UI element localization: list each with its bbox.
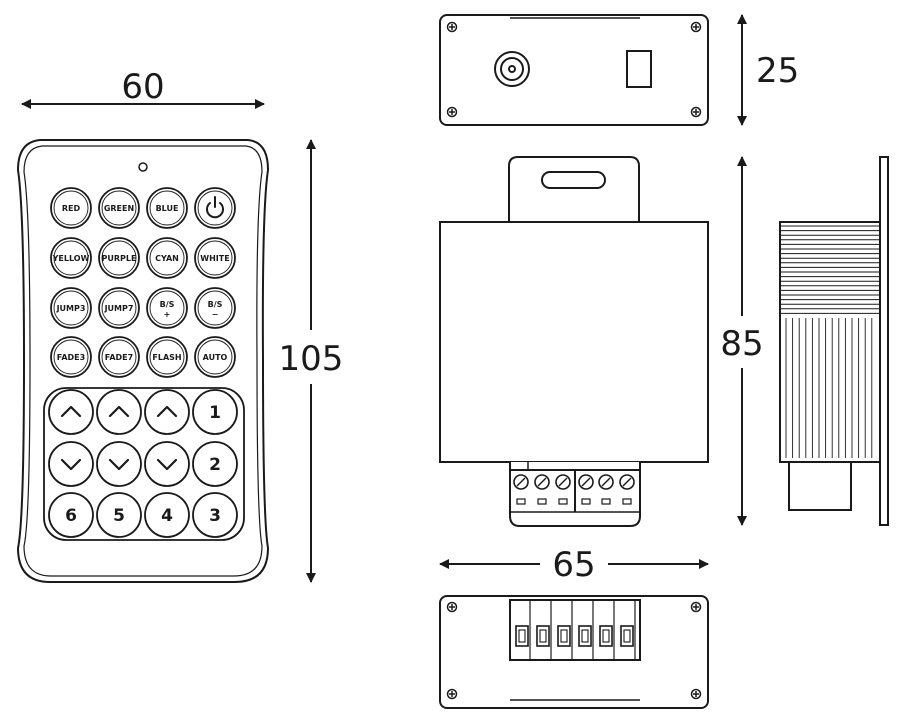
keypad-button-label: 6: [65, 506, 77, 526]
keypad-button-2[interactable]: 2: [192, 441, 238, 487]
keypad-button-label: 5: [113, 506, 125, 526]
remote-button-label: FLASH: [152, 353, 181, 362]
keypad-button-label: 3: [209, 506, 221, 526]
remote-button-label: JUMP7: [104, 304, 134, 313]
cooling-fins: [780, 225, 880, 458]
controller-body: [439, 221, 709, 463]
remote-button-cyan[interactable]: CYAN: [146, 237, 188, 279]
remote-button-red[interactable]: RED: [50, 187, 92, 229]
keypad-button-1[interactable]: 1: [192, 389, 238, 435]
screws-top: [446, 21, 702, 118]
remote-button-fade7[interactable]: FADE7: [98, 336, 140, 378]
controller-front-view: [439, 156, 709, 527]
remote-button-label: PURPLE: [102, 254, 137, 263]
terminal-slot: [620, 600, 636, 660]
keypad-button-4[interactable]: 4: [144, 492, 190, 538]
remote-button-label: +: [164, 310, 171, 319]
remote-button-label: AUTO: [203, 353, 228, 362]
remote-button-label: B/S: [208, 300, 223, 309]
terminal-screw: [619, 474, 635, 505]
remote-button-label: −: [212, 310, 219, 319]
remote-button-fade3[interactable]: FADE3: [50, 336, 92, 378]
terminal-slot: [599, 600, 615, 660]
mounting-tab: [508, 156, 640, 222]
led-indicator: [138, 162, 148, 172]
remote-button-label: CYAN: [155, 254, 179, 263]
keypad-button-up-arrow[interactable]: [96, 389, 142, 435]
keypad-button-up-arrow[interactable]: [144, 389, 190, 435]
dim-label-remote-height: 105: [279, 339, 344, 379]
remote-button-b-s[interactable]: B/S−: [194, 287, 236, 329]
terminal-screw: [598, 474, 614, 505]
keypad-button-label: 4: [161, 506, 173, 526]
remote-button-label: JUMP3: [56, 304, 86, 313]
remote-button-label: RED: [62, 204, 81, 213]
terminal-slot: [557, 600, 573, 660]
remote-button-label: GREEN: [104, 204, 134, 213]
keypad-button-down-arrow[interactable]: [48, 441, 94, 487]
remote-button-white[interactable]: WHITE: [194, 237, 236, 279]
keypad-button-5[interactable]: 5: [96, 492, 142, 538]
remote-control: [16, 139, 270, 583]
controller-side-view: [779, 156, 889, 526]
remote-outline: [16, 139, 270, 583]
terminal-slot: [515, 600, 531, 660]
terminal-slot: [578, 600, 594, 660]
remote-button-jump7[interactable]: JUMP7: [98, 287, 140, 329]
remote-button-blue[interactable]: BLUE: [146, 187, 188, 229]
down-arrow-icon: [108, 458, 130, 471]
keypad-panel: [43, 387, 245, 541]
remote-button-label: BLUE: [156, 204, 179, 213]
terminal-slot: [536, 600, 552, 660]
remote-button-label: FADE7: [105, 353, 133, 362]
remote-button-green[interactable]: GREEN: [98, 187, 140, 229]
dim-label-controller-height: 85: [720, 324, 763, 364]
remote-button-flash[interactable]: FLASH: [146, 336, 188, 378]
terminal-screw: [555, 474, 571, 505]
up-arrow-icon: [108, 405, 130, 418]
terminal-block-bottom: [509, 599, 641, 661]
terminal-screw: [534, 474, 550, 505]
keypad-button-label: 1: [209, 403, 221, 423]
dim-label-controller-width: 65: [552, 545, 595, 585]
remote-button-b-s[interactable]: B/S+: [146, 287, 188, 329]
controller-bottom-view: [439, 595, 709, 709]
terminal-screw: [513, 474, 529, 505]
terminal-slots: [515, 600, 636, 660]
up-arrow-icon: [60, 405, 82, 418]
remote-button-jump3[interactable]: JUMP3: [50, 287, 92, 329]
remote-button-yellow[interactable]: YELLOW: [50, 237, 92, 279]
remote-button-power[interactable]: [194, 187, 236, 229]
keypad-button-6[interactable]: 6: [48, 492, 94, 538]
ir-receiver-window: [626, 50, 652, 88]
dim-label-remote-width: 60: [121, 67, 164, 107]
down-arrow-icon: [156, 458, 178, 471]
controller-top-view: [439, 14, 709, 126]
keypad-button-down-arrow[interactable]: [144, 441, 190, 487]
keypad-button-3[interactable]: 3: [192, 492, 238, 538]
down-arrow-icon: [60, 458, 82, 471]
remote-button-label: FADE3: [57, 353, 85, 362]
terminal-screws: [513, 474, 635, 505]
keypad-button-up-arrow[interactable]: [48, 389, 94, 435]
remote-button-label: WHITE: [200, 254, 229, 263]
side-mounting-plate: [879, 156, 889, 526]
remote-button-purple[interactable]: PURPLE: [98, 237, 140, 279]
side-terminal: [788, 461, 852, 511]
screws-bottom: [446, 601, 702, 700]
keypad-button-down-arrow[interactable]: [96, 441, 142, 487]
terminal-screw: [578, 474, 594, 505]
power-icon: [206, 196, 224, 219]
remote-button-label: B/S: [160, 300, 175, 309]
remote-inner-outline: [23, 145, 263, 577]
up-arrow-icon: [156, 405, 178, 418]
power-jack: [494, 51, 530, 87]
dim-label-controller-thickness: 25: [756, 51, 799, 91]
keypad-button-label: 2: [209, 455, 221, 475]
remote-button-label: YELLOW: [52, 254, 90, 263]
remote-button-auto[interactable]: AUTO: [194, 336, 236, 378]
